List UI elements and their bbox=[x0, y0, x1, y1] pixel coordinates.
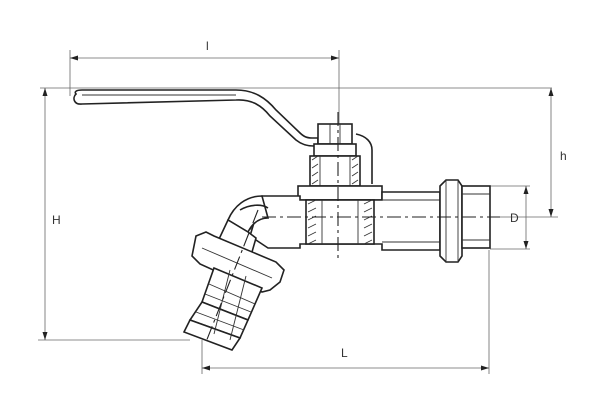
center-lines bbox=[205, 112, 500, 343]
stem-bonnet bbox=[297, 123, 383, 201]
dimension-L bbox=[201, 250, 490, 374]
label-total-length: L bbox=[341, 346, 348, 360]
label-total-height: H bbox=[52, 213, 61, 227]
label-handle-height: h bbox=[560, 149, 567, 163]
outlet-connection bbox=[439, 179, 491, 263]
dimension-D bbox=[490, 185, 530, 250]
dimension-H bbox=[38, 88, 190, 341]
dimension-h bbox=[40, 87, 558, 218]
hose-connector bbox=[182, 231, 285, 351]
valve-body bbox=[249, 191, 441, 251]
label-lever-length: l bbox=[206, 39, 209, 53]
dimension-l bbox=[69, 50, 340, 125]
label-outlet-diameter: D bbox=[510, 211, 519, 225]
lever-handle bbox=[73, 89, 319, 147]
